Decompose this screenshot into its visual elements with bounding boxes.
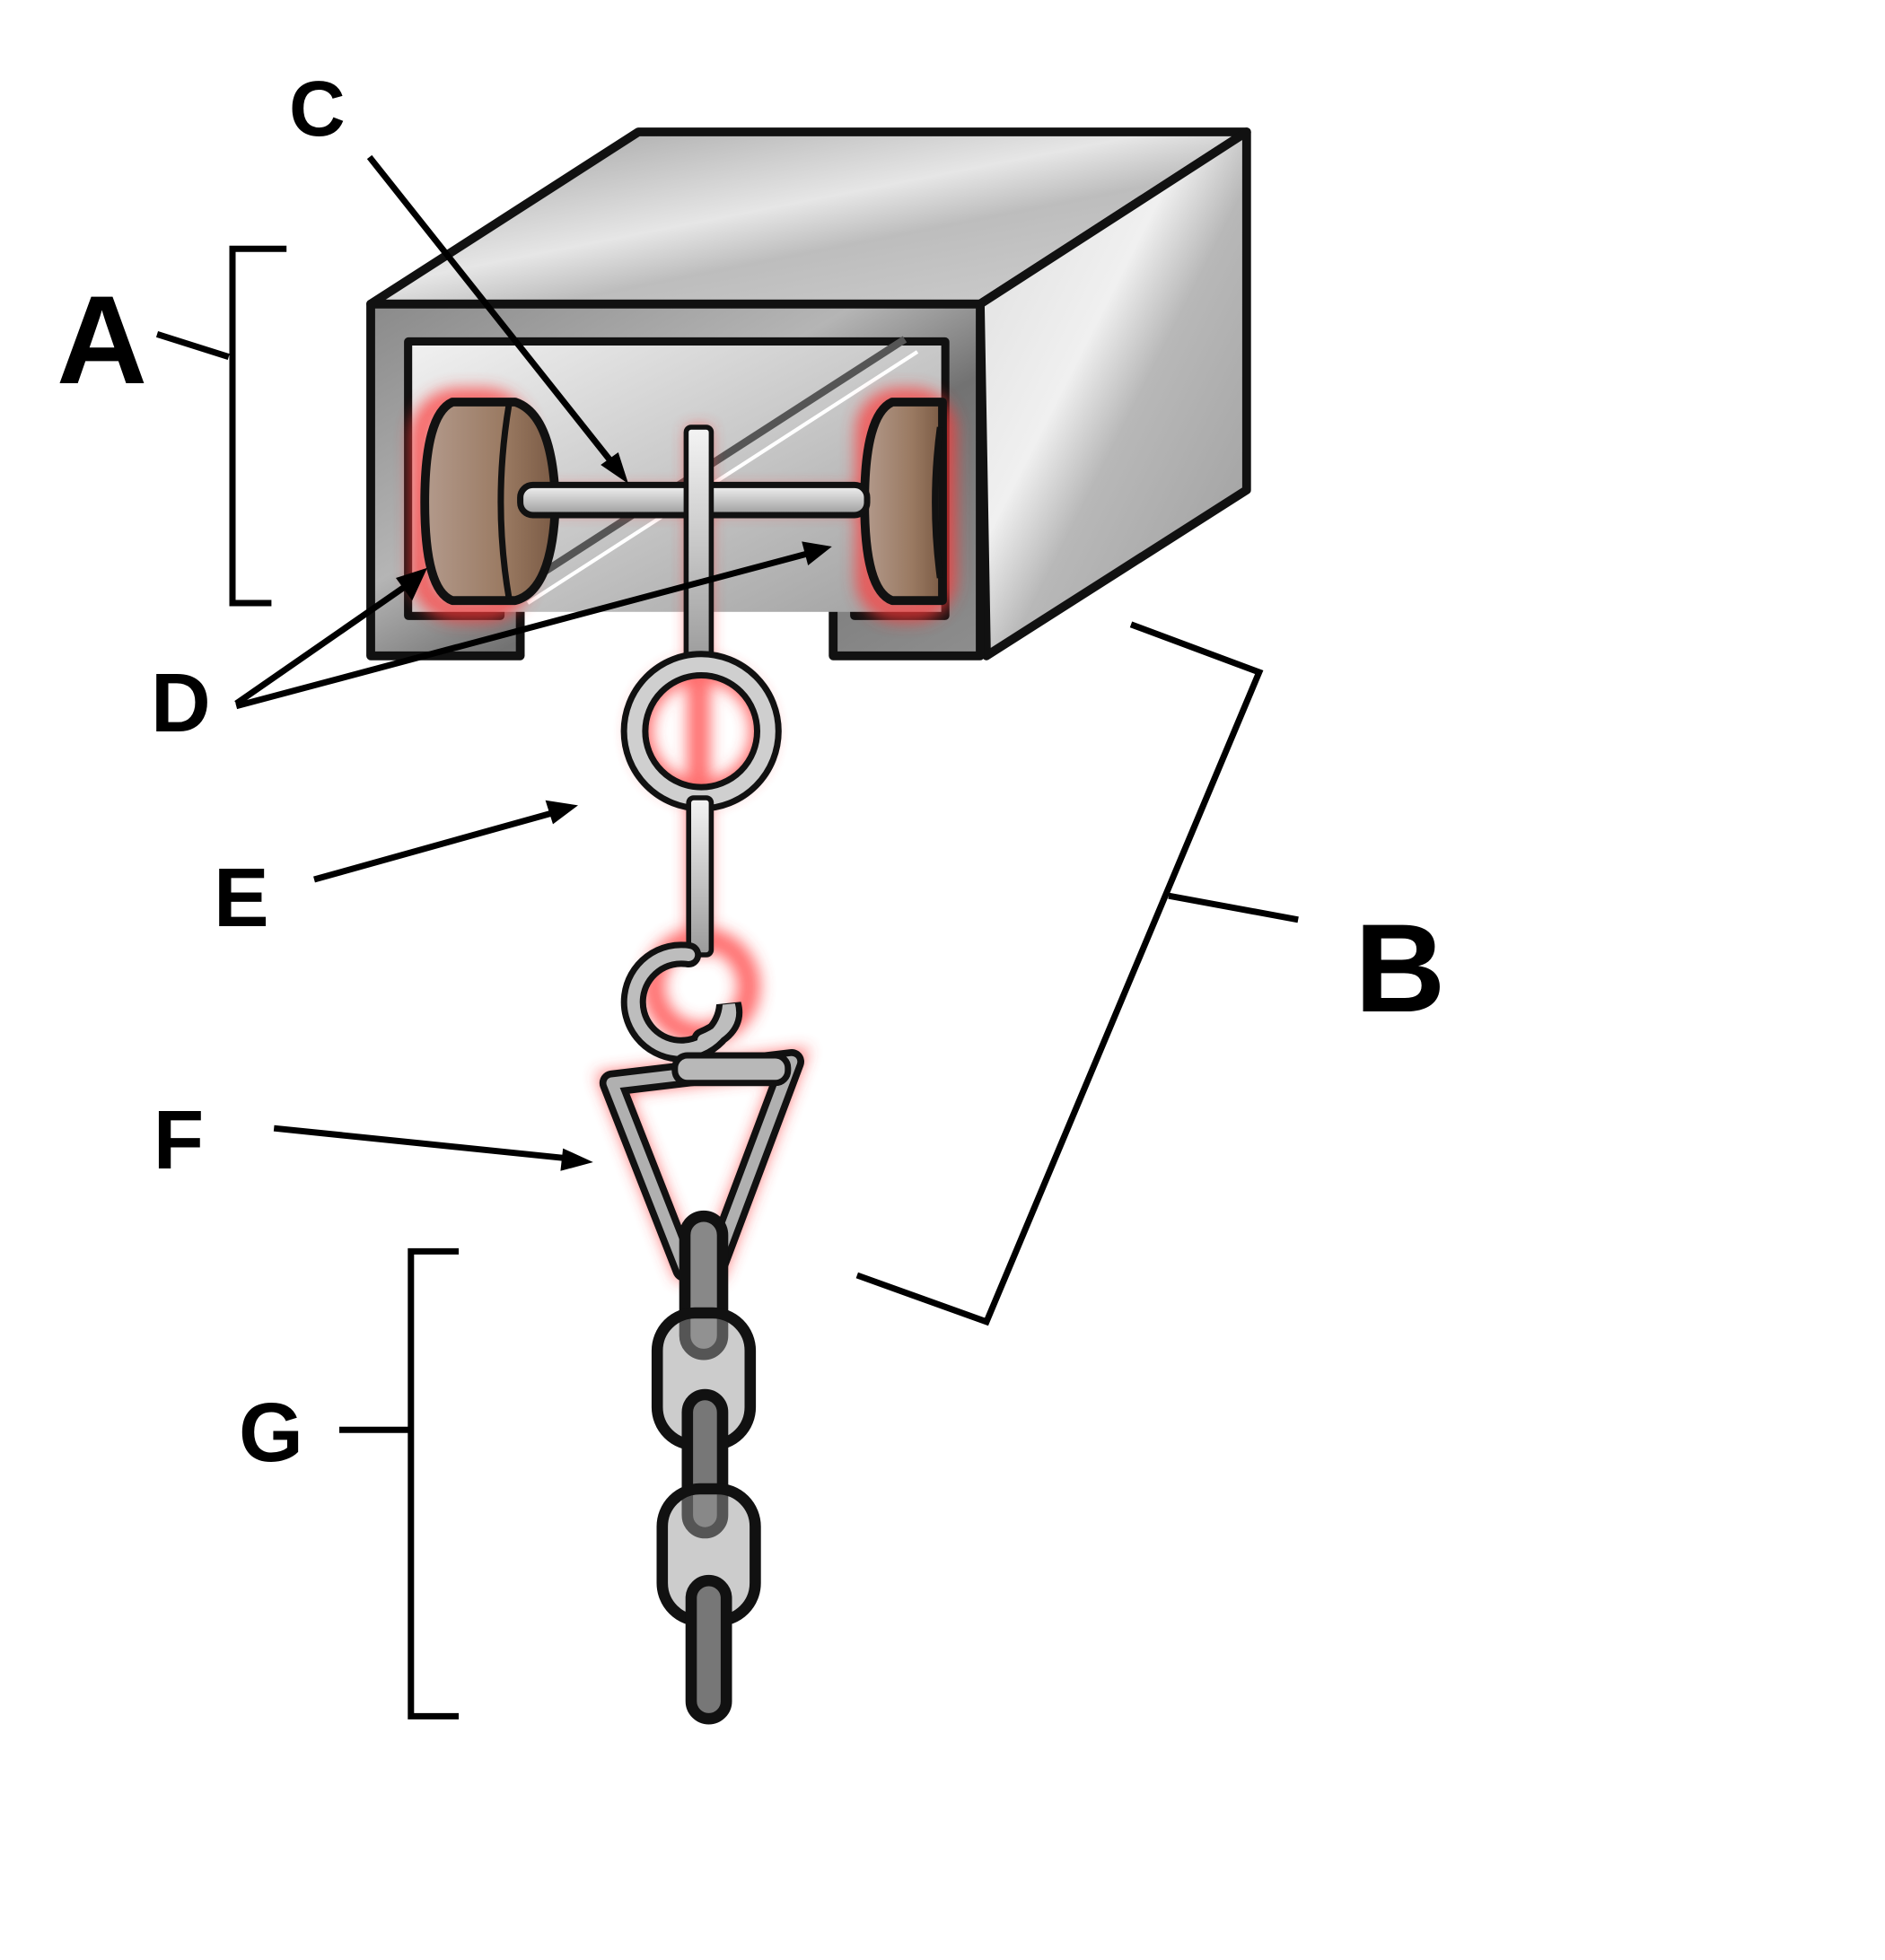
arrow-d-right xyxy=(235,549,811,710)
arrow-c xyxy=(366,154,618,469)
label-a: A xyxy=(57,269,147,410)
arrow-f xyxy=(273,1124,569,1162)
label-c: C xyxy=(289,66,346,153)
label-e: E xyxy=(214,851,269,944)
arrow-c-head xyxy=(601,452,628,484)
chain-link xyxy=(685,1574,732,1725)
hanger-rod-upper xyxy=(683,424,715,669)
chain xyxy=(651,1210,761,1725)
track-groove-highlight xyxy=(526,350,919,605)
arrow-d-right-head xyxy=(802,541,832,565)
arrow-e xyxy=(313,809,554,883)
label-f: F xyxy=(153,1093,204,1186)
arrow-d-left-head xyxy=(396,567,427,601)
hanger-rod-lower xyxy=(686,795,715,958)
arrow-d-left xyxy=(234,582,410,706)
wheel-left xyxy=(420,398,560,606)
bracket-g xyxy=(408,1247,459,1719)
bracket-a xyxy=(229,245,287,607)
label-g: G xyxy=(239,1386,303,1479)
arrow-f-head xyxy=(560,1148,593,1171)
bracket-b xyxy=(855,621,1264,1326)
triangle-wrap xyxy=(671,1052,792,1087)
arrow-e-head xyxy=(545,800,578,825)
label-d: D xyxy=(151,656,211,749)
leader-a xyxy=(155,331,230,360)
leader-b xyxy=(1168,892,1299,923)
label-b: B xyxy=(1355,897,1445,1038)
wheel-right xyxy=(860,398,947,606)
